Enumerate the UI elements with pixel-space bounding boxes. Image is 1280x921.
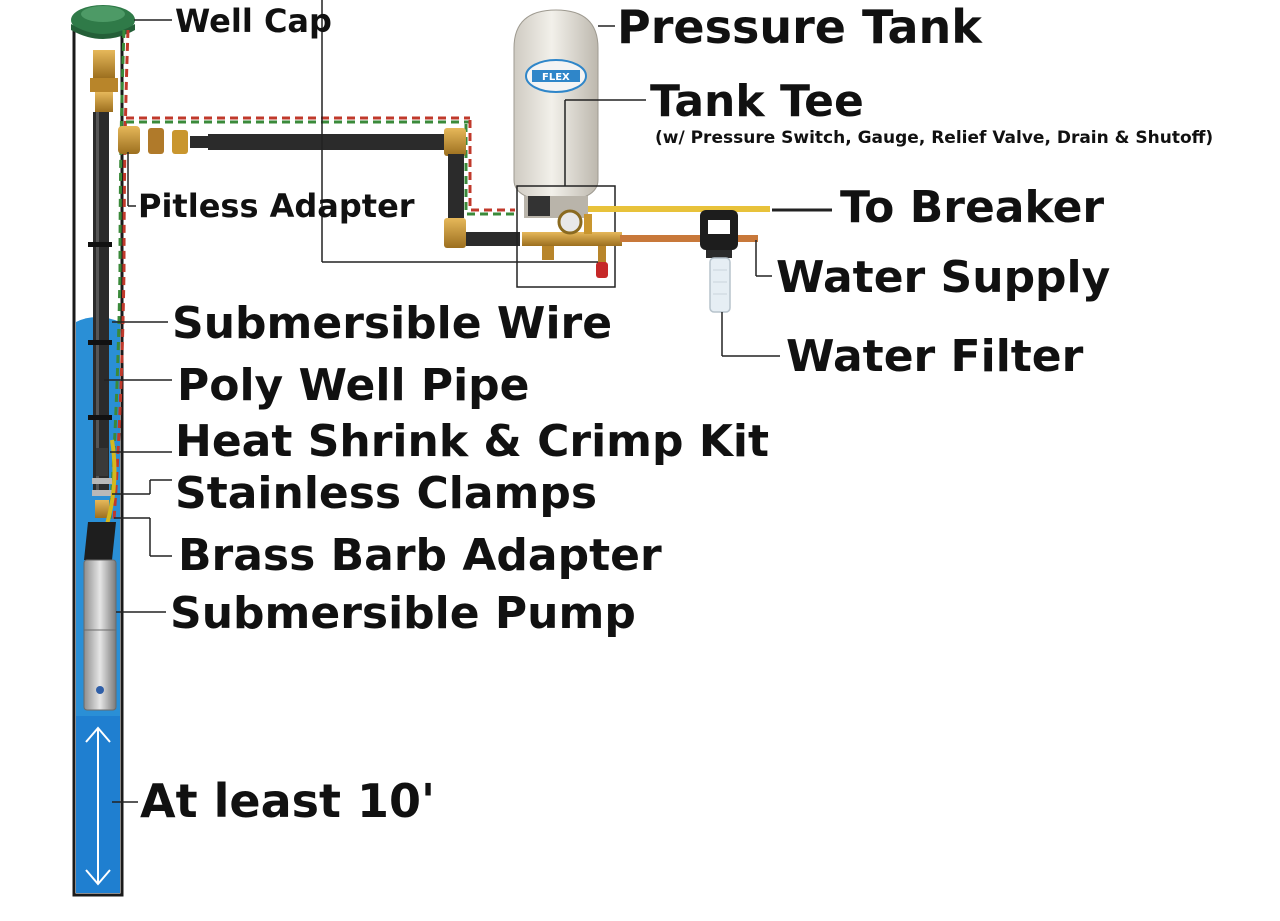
cap-brass-fittings	[90, 50, 118, 112]
poly-drop-pipe	[88, 112, 112, 492]
supply-pipe	[208, 128, 520, 248]
pressure-tank: FLEX	[513, 9, 599, 218]
label-water-filter: Water Filter	[786, 331, 1084, 382]
label-submersible-wire: Submersible Wire	[172, 298, 613, 349]
tank-tee	[522, 196, 622, 278]
submersible-wire	[108, 29, 515, 521]
water-filter	[700, 210, 738, 313]
label-stainless-clamps: Stainless Clamps	[175, 468, 598, 519]
label-to-breaker: To Breaker	[840, 182, 1105, 233]
label-submersible-pump: Submersible Pump	[170, 588, 636, 639]
pitless-adapter	[118, 126, 208, 154]
label-water-supply: Water Supply	[776, 252, 1111, 303]
leader-lines	[104, 0, 832, 803]
well-cap	[71, 5, 135, 39]
label-pressure-tank: Pressure Tank	[617, 0, 982, 54]
label-pitless-adapter: Pitless Adapter	[138, 187, 415, 225]
submersible-pump	[83, 522, 117, 711]
label-tank-tee: Tank Tee	[650, 76, 864, 127]
label-depth: At least 10'	[140, 774, 436, 828]
copper-supply-line	[620, 235, 758, 242]
tank-brand-text: FLEX	[542, 72, 570, 83]
label-heat-shrink: Heat Shrink & Crimp Kit	[175, 416, 770, 467]
depth-arrow	[85, 726, 111, 886]
label-brass-barb-adapter: Brass Barb Adapter	[178, 530, 662, 581]
label-poly-well-pipe: Poly Well Pipe	[177, 360, 530, 411]
label-tank-tee-note: (w/ Pressure Switch, Gauge, Relief Valve…	[655, 128, 1214, 148]
label-well-cap: Well Cap	[175, 2, 332, 40]
